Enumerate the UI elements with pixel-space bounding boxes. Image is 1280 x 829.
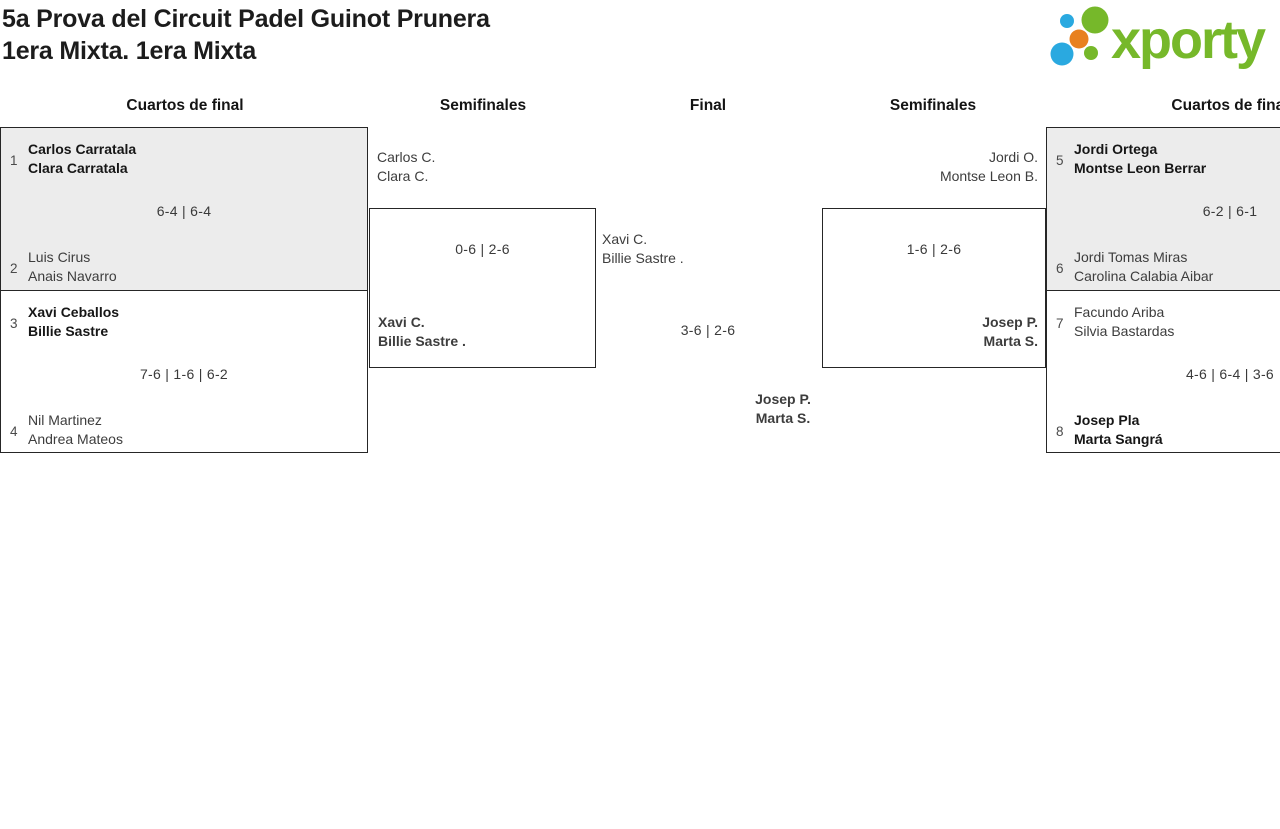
team-pair: Carlos C. Clara C.	[377, 148, 435, 186]
tournament-title-line1: 5a Prova del Circuit Padel Guinot Pruner…	[2, 5, 490, 33]
seed-number: 6	[1056, 261, 1064, 276]
match-score: 6-4 | 6-4	[156, 203, 212, 219]
semifinal-left-box	[369, 208, 596, 368]
team-name-line: Billie Sastre .	[378, 333, 466, 349]
seed-number: 4	[10, 424, 18, 439]
seed-number: 1	[10, 153, 18, 168]
team-name-line: Carlos Carratala	[28, 141, 137, 157]
final-team-pair: Xavi C. Billie Sastre .	[602, 230, 684, 268]
seed-number: 8	[1056, 424, 1064, 439]
team-pair: Nil Martinez Andrea Mateos	[28, 411, 123, 449]
seed-number: 2	[10, 261, 18, 276]
qf-match-4: 7 Facundo Ariba Silvia Bastardas 4-6 | 6…	[1047, 290, 1280, 452]
team-name-line: Andrea Mateos	[28, 431, 123, 447]
team-pair: Jordi O. Montse Leon B.	[822, 148, 1038, 186]
team-name-line: Marta Sangrá	[1074, 431, 1163, 447]
team-pair: Josep P. Marta S.	[822, 313, 1038, 351]
team-name-line: Carlos C.	[377, 149, 436, 165]
match-score: 4-6 | 6-4 | 3-6	[1185, 366, 1275, 382]
team-name-line: Josep Pla	[1074, 412, 1140, 428]
tournament-title: 5a Prova del Circuit Padel Guinot Pruner…	[2, 3, 490, 67]
seed-number: 5	[1056, 153, 1064, 168]
team-name-line: Xavi Ceballos	[28, 304, 120, 320]
final-score: 3-6 | 2-6	[680, 322, 736, 338]
team-pair: Jordi Ortega Montse Leon Berrar	[1074, 140, 1206, 178]
team-name-line: Xavi C.	[602, 231, 648, 247]
team-pair: Luis Cirus Anais Navarro	[28, 248, 117, 286]
tournament-title-line2: 1era Mixta. 1era Mixta	[2, 37, 257, 65]
team-pair: Facundo Ariba Silvia Bastardas	[1074, 303, 1174, 341]
team-pair: Xavi C. Billie Sastre .	[378, 313, 466, 351]
team-name-line: Marta S.	[755, 410, 811, 426]
team-name-line: Silvia Bastardas	[1074, 323, 1175, 339]
team-name-line: Jordi Ortega	[1074, 141, 1158, 157]
team-name-line: Xavi C.	[378, 314, 425, 330]
round-header-semifinals-left: Semifinales	[439, 97, 527, 114]
qf-match-1: 1 Carlos Carratala Clara Carratala 6-4 |…	[1, 128, 367, 290]
round-header-quarterfinals-left: Cuartos de final	[126, 97, 244, 114]
team-pair: Xavi Ceballos Billie Sastre	[28, 303, 119, 341]
quarterfinals-left-box: 1 Carlos Carratala Clara Carratala 6-4 |…	[0, 127, 368, 453]
team-name-line: Jordi Tomas Miras	[1074, 249, 1188, 265]
logo-wordmark: xporty	[1111, 10, 1266, 70]
team-name-line: Montse Leon Berrar	[1074, 160, 1207, 176]
seed-number: 3	[10, 316, 18, 331]
semifinal-right-box	[822, 208, 1046, 368]
team-name-line: Nil Martinez	[28, 412, 102, 428]
team-pair: Josep Pla Marta Sangrá	[1074, 411, 1163, 449]
team-name-line: Facundo Ariba	[1074, 304, 1165, 320]
xporty-logo[interactable]: xporty	[1045, 0, 1280, 78]
team-name-line: Clara C.	[377, 168, 429, 184]
team-name-line: Marta S.	[983, 333, 1038, 349]
team-name-line: Josep P.	[755, 391, 811, 407]
match-score: 7-6 | 1-6 | 6-2	[139, 366, 229, 382]
team-pair: Jordi Tomas Miras Carolina Calabia Aibar	[1074, 248, 1213, 286]
logo-dots-icon	[1050, 6, 1109, 66]
team-name-line: Jordi O.	[988, 149, 1038, 165]
team-name-line: Montse Leon B.	[939, 168, 1038, 184]
team-name-line: Billie Sastre .	[602, 250, 684, 266]
team-name-line: Anais Navarro	[28, 268, 117, 284]
final-winner-pair: Josep P. Marta S.	[683, 390, 883, 428]
qf-match-3: 5 Jordi Ortega Montse Leon Berrar 6-2 | …	[1047, 128, 1280, 290]
team-pair: Carlos Carratala Clara Carratala	[28, 140, 136, 178]
round-header-quarterfinals-right: Cuartos de final	[1171, 97, 1280, 114]
team-name-line: Luis Cirus	[28, 249, 91, 265]
round-header-final: Final	[689, 97, 727, 114]
match-score: 6-2 | 6-1	[1202, 203, 1258, 219]
quarterfinals-right-box: 5 Jordi Ortega Montse Leon Berrar 6-2 | …	[1046, 127, 1280, 453]
team-name-line: Josep P.	[982, 314, 1038, 330]
qf-match-2: 3 Xavi Ceballos Billie Sastre 7-6 | 1-6 …	[1, 290, 367, 452]
match-score: 1-6 | 2-6	[906, 241, 962, 257]
team-name-line: Billie Sastre	[28, 323, 109, 339]
seed-number: 7	[1056, 316, 1064, 331]
match-score: 0-6 | 2-6	[455, 241, 510, 257]
team-name-line: Carolina Calabia Aibar	[1074, 268, 1214, 284]
team-name-line: Clara Carratala	[28, 160, 128, 176]
round-header-semifinals-right: Semifinales	[889, 97, 977, 114]
